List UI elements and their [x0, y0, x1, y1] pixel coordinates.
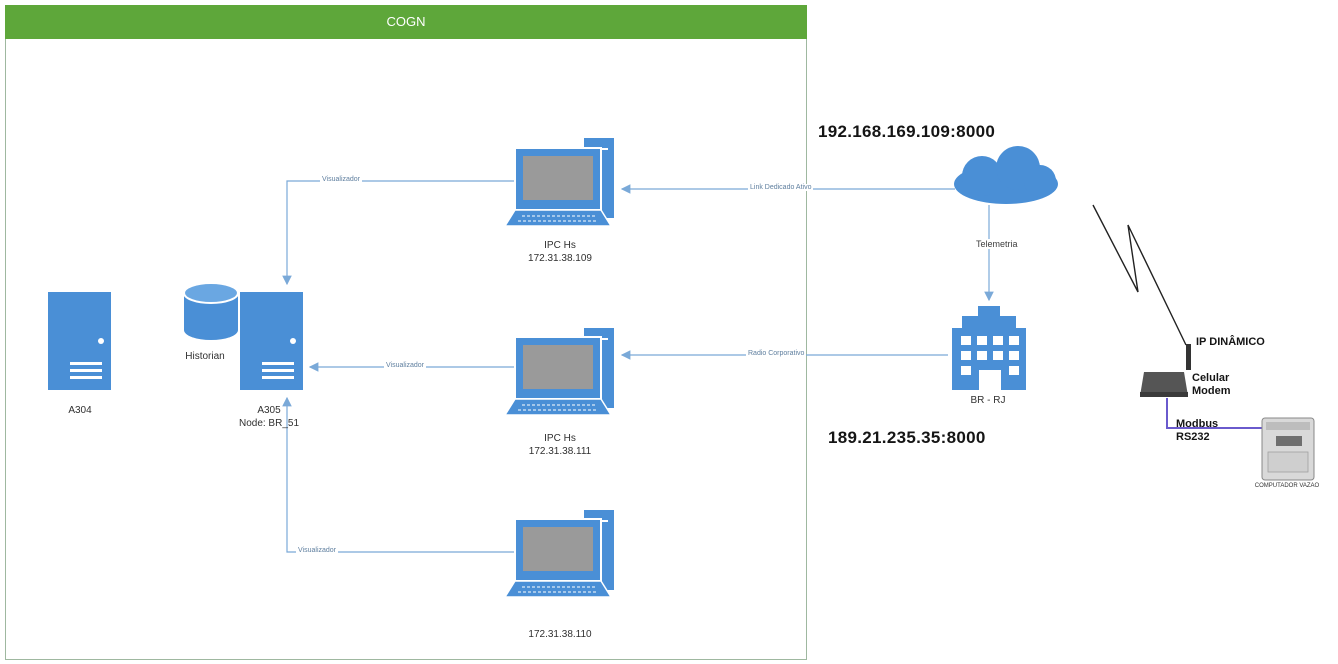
modem-label-line2: Modem: [1192, 385, 1231, 397]
ipc-bottom-ip: 172.31.38.110: [528, 629, 592, 640]
a305-name: A305: [257, 405, 281, 416]
edge-label-building-ipc: Radio Corporativo: [746, 350, 807, 357]
historian-label: Historian: [172, 350, 238, 363]
wireless-link: [1092, 204, 1187, 346]
edge-label-telemetry: Telemetria: [974, 239, 1020, 249]
server-a304-icon: [48, 292, 111, 390]
ipc-mid-ip: 172.31.38.111: [528, 446, 592, 457]
edge-label-ipc-top-a305: Visualizador: [320, 176, 363, 183]
workstation-mid-icon: [503, 328, 614, 416]
edge-label-ipc-bottom-a305: Visualizador: [296, 547, 339, 554]
a305-node: Node: BR_51: [238, 418, 300, 429]
connector-ipc-top-a305: [282, 180, 515, 286]
serial-interface: RS232: [1176, 431, 1210, 443]
ipc-mid-name: IPC Hs: [544, 433, 576, 444]
ipc-top-label: IPC Hs 172.31.38.109: [500, 239, 620, 265]
modem-icon: [1140, 344, 1191, 397]
cloud-ip: 192.168.169.109:8000: [818, 122, 996, 141]
serial-connector: [1166, 398, 1262, 429]
connector-ipc-bottom-a305: [282, 396, 515, 553]
modem-label-line1: Celular: [1192, 372, 1230, 384]
building-ip: 189.21.235.35:8000: [828, 428, 986, 447]
ipc-top-name: IPC Hs: [544, 240, 576, 251]
database-icon: [183, 282, 239, 340]
a304-label: A304: [68, 405, 92, 416]
cogn-region: [5, 5, 807, 660]
cloud-icon: [954, 146, 1058, 204]
workstation-bottom-icon: [503, 510, 614, 598]
ipc-top-ip: 172.31.38.109: [528, 253, 592, 264]
serial-label: Modbus RS232: [1176, 418, 1218, 444]
edge-label-cloud-ipc: Link Dedicado Ativo: [748, 184, 814, 191]
building-label: BR - RJ: [970, 395, 1006, 406]
modem-label: Celular Modem: [1192, 372, 1231, 398]
a305-label: A305 Node: BR_51: [214, 404, 324, 430]
dynamic-ip-label: IP DINÂMICO: [1196, 336, 1265, 348]
ipc-mid-label: IPC Hs 172.31.38.111: [500, 432, 620, 458]
flow-computer-label: COMPUTADOR VAZAO: [1254, 483, 1320, 489]
building-icon: [952, 306, 1026, 390]
region-header: COGN: [5, 5, 807, 39]
serial-protocol: Modbus: [1176, 418, 1219, 430]
edge-label-ipc-mid-a305: Visualizador: [384, 362, 427, 369]
server-a305-icon: [240, 292, 303, 390]
workstation-top-icon: [503, 138, 614, 227]
flow-computer-icon: [1261, 417, 1315, 481]
